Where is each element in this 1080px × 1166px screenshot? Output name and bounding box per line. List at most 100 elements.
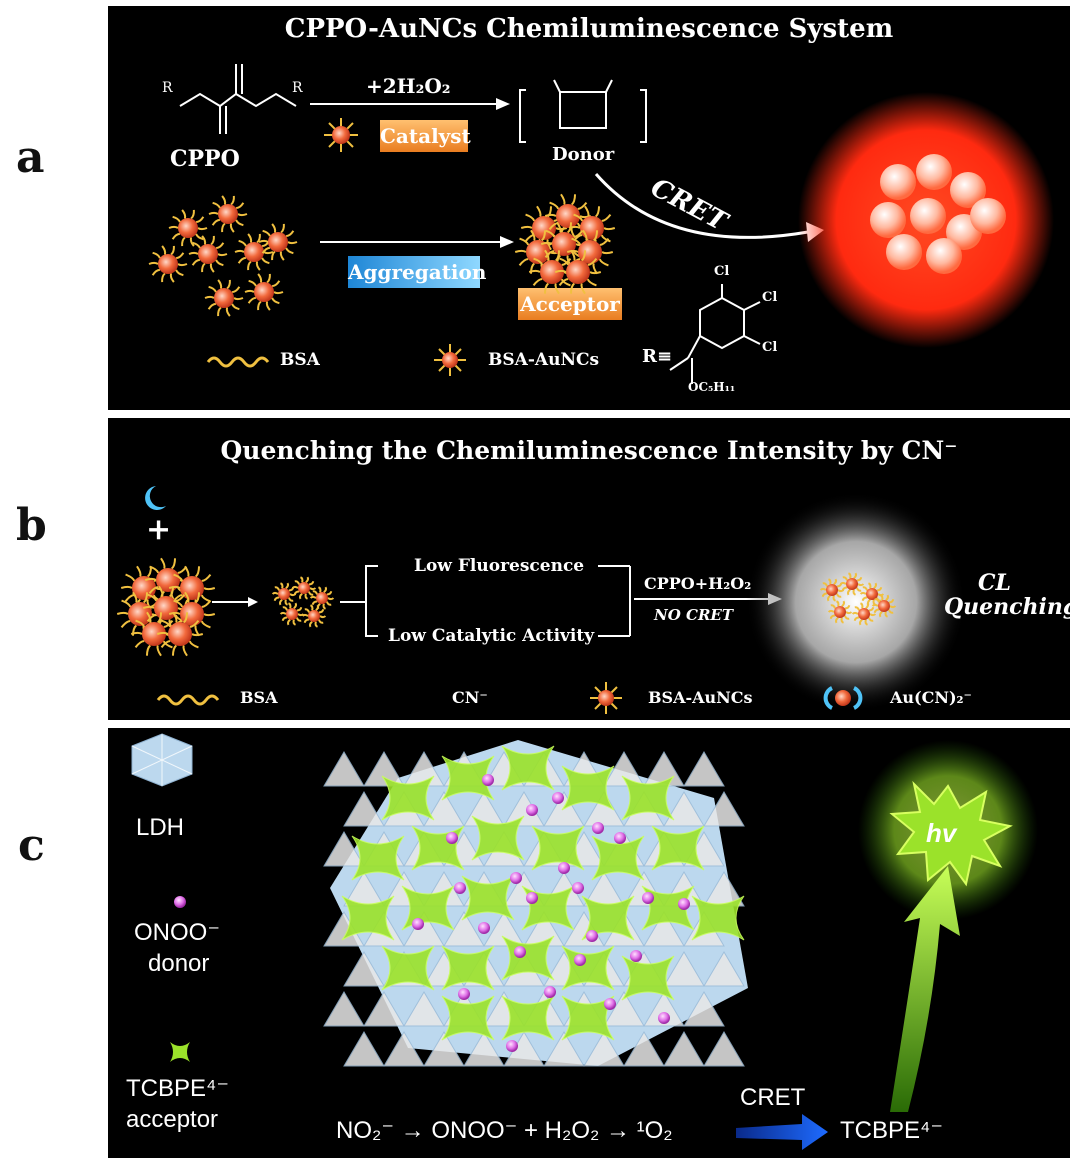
onoo-dot bbox=[446, 832, 458, 844]
b-legend-bsa-label: BSA bbox=[240, 688, 278, 707]
onoo-dot bbox=[514, 946, 526, 958]
b-legend-cn-label: CN⁻ bbox=[452, 688, 488, 707]
b-quench-aunc bbox=[839, 572, 865, 596]
onoo-dot bbox=[510, 872, 522, 884]
tcbpe-star bbox=[341, 895, 395, 941]
onoo-label: ONOO⁻ bbox=[134, 919, 221, 946]
onoo-dot bbox=[544, 986, 556, 998]
glow-aunc bbox=[886, 234, 922, 270]
dispersed-aunc bbox=[168, 209, 208, 247]
onoo-dots bbox=[412, 774, 690, 1052]
b-legend-aunc-label: BSA-AuNCs bbox=[648, 688, 753, 707]
b-aunc bbox=[156, 611, 204, 657]
catalyst-tag-label: Catalyst bbox=[380, 124, 471, 148]
ldh-tile bbox=[603, 991, 645, 1027]
dispersed-aunc bbox=[234, 233, 274, 271]
tcbpe-star bbox=[581, 895, 635, 941]
b-quench-aunc bbox=[851, 602, 877, 626]
aggregation-tag bbox=[348, 256, 480, 288]
onoo-dot bbox=[614, 832, 626, 844]
ldh-tile bbox=[403, 911, 445, 947]
aggregation-tag-label: Aggregation bbox=[348, 260, 487, 284]
low-catalytic-label: Low Catalytic Activity bbox=[388, 626, 595, 646]
r-group-structure bbox=[669, 284, 761, 384]
ldh-tile bbox=[343, 791, 385, 827]
b-aunc bbox=[120, 565, 168, 611]
ldh-tile bbox=[623, 1031, 665, 1067]
ldh-tile bbox=[343, 951, 385, 987]
ldh-tile bbox=[583, 791, 625, 827]
cppo-label: CPPO bbox=[170, 146, 240, 172]
tcbpe-star bbox=[561, 765, 615, 811]
reaction-equation: NO₂⁻ → ONOO⁻ + H₂O₂ → ¹O₂ bbox=[336, 1117, 673, 1144]
cppo-r-left: R bbox=[162, 80, 173, 96]
b-cn-legend-icon bbox=[408, 686, 421, 712]
legend-bsa-label: BSA bbox=[280, 350, 320, 370]
tcbpe-star bbox=[441, 945, 495, 991]
tcbpe-star bbox=[641, 885, 695, 931]
b-small-aunc bbox=[301, 604, 327, 628]
tcbpe-star bbox=[501, 745, 555, 791]
b-quench-aunc bbox=[859, 582, 885, 606]
hv-burst-icon bbox=[889, 780, 1013, 887]
tcbpe-star bbox=[651, 825, 705, 871]
panel-label-b: b bbox=[16, 500, 47, 551]
hv-label: hv bbox=[926, 818, 957, 848]
b-aunc-legend-icon bbox=[590, 682, 622, 714]
cl-label-1: CL bbox=[978, 570, 1011, 596]
cret-blue-arrow bbox=[736, 1114, 828, 1150]
panel-a: CPPO-AuNCs Chemiluminescence System R R … bbox=[108, 6, 1070, 410]
ldh-tile bbox=[343, 1031, 385, 1067]
panel-label-a: a bbox=[16, 132, 45, 183]
onoo-dot bbox=[642, 892, 654, 904]
ldh-tile bbox=[363, 991, 405, 1027]
tcbpe-star bbox=[501, 935, 555, 981]
dispersed-aunc bbox=[148, 245, 188, 283]
tcbpe-stars bbox=[341, 745, 745, 1041]
tcbpe-star bbox=[561, 995, 615, 1041]
cret-arrow bbox=[594, 173, 809, 239]
ldh-tile bbox=[323, 831, 365, 867]
dispersed-aunc bbox=[244, 273, 284, 311]
ldh-tile bbox=[403, 991, 445, 1027]
b-bracket bbox=[340, 565, 631, 637]
panel-c-graphics bbox=[131, 733, 1038, 1150]
onoo-dot bbox=[478, 922, 490, 934]
ldh-tile bbox=[663, 791, 705, 827]
b-legend-aucn-label: Au(CN)₂⁻ bbox=[890, 688, 972, 707]
cn-crescent-icon bbox=[145, 486, 166, 510]
onoo-legend-icon bbox=[174, 896, 186, 908]
onoo-dot bbox=[482, 774, 494, 786]
onoo-dot bbox=[506, 1040, 518, 1052]
tcbpe-star bbox=[351, 835, 405, 881]
tcbpe-star bbox=[621, 955, 675, 1001]
panel-c: LDH ONOO⁻ donor TCBPE⁴⁻ acceptor hv CRET… bbox=[108, 728, 1070, 1158]
catalyst-tag bbox=[380, 120, 468, 152]
tcbpe-product-label: TCBPE⁴⁻ bbox=[840, 1117, 943, 1144]
donor-label: Donor bbox=[552, 144, 615, 165]
ldh-tile bbox=[703, 1031, 745, 1067]
tcbpe-star bbox=[381, 775, 435, 821]
dioxetanedione-structure bbox=[519, 79, 647, 143]
ldh-tile bbox=[423, 1031, 465, 1067]
low-fluorescence-label: Low Fluorescence bbox=[414, 556, 585, 576]
bsa-aunc-legend-icon bbox=[434, 344, 466, 376]
tcbpe-star bbox=[441, 995, 495, 1041]
b-aucn-legend-icon bbox=[823, 686, 863, 710]
panel-b: Quenching the Chemiluminescence Intensit… bbox=[108, 418, 1070, 720]
ldh-tile bbox=[703, 951, 745, 987]
glow-aunc bbox=[916, 154, 952, 190]
onoo-dot bbox=[678, 898, 690, 910]
donor-legend-label: donor bbox=[148, 950, 210, 977]
onoo-dot bbox=[592, 822, 604, 834]
ldh-tile bbox=[463, 1031, 505, 1067]
b-quenched-aunc bbox=[819, 572, 897, 626]
emission-arrow bbox=[890, 866, 960, 1112]
tcbpe-legend-icon bbox=[170, 1042, 190, 1062]
tcbpe-star bbox=[501, 995, 555, 1041]
cl-label-bottom: Cl bbox=[762, 340, 778, 355]
bsa-legend-icon bbox=[206, 356, 270, 368]
panel-a-graphics bbox=[148, 64, 1054, 384]
onoo-dot bbox=[412, 918, 424, 930]
glow-aunc bbox=[970, 198, 1006, 234]
